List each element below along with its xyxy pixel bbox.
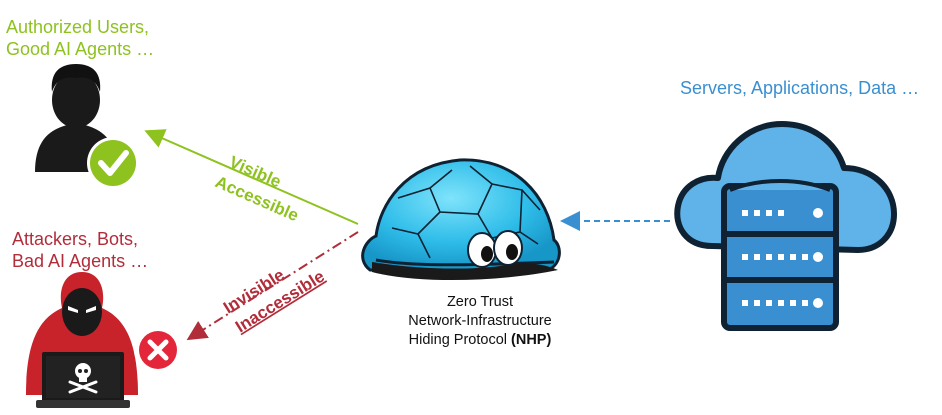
close-icon [134,326,182,374]
nhp-caption: Zero Trust Network-Infrastructure Hiding… [380,293,580,350]
cloud-server-icon [674,121,897,331]
invisible-arrow [186,231,359,341]
good-group-line2: Good AI Agents … [6,39,155,59]
check-icon [87,137,139,189]
nhp-caption-line1: Zero Trust [446,294,514,310]
nhp-caption-line2: Network-Infrastructure [408,313,552,329]
visible-arrow [144,129,359,225]
bad-group-line2: Bad AI Agents … [12,251,149,271]
turtle-shell-icon [361,158,561,281]
nhp-caption-line3: Hiding Protocol (NHP) [380,331,580,350]
server-group-label: Servers, Applications, Data … [680,78,920,98]
hooded-hacker-icon [26,272,138,408]
nhp-caption-line3-text: Hiding Protocol [408,332,512,348]
bad-group-line1: Attackers, Bots, [12,229,139,249]
good-group-line1: Authorized Users, [6,17,150,37]
nhp-caption-acronym: (NHP) [511,332,552,348]
bad-group-label: Attackers, Bots, Bad AI Agents … [12,228,148,272]
good-group-label: Authorized Users, Good AI Agents … [6,16,154,60]
